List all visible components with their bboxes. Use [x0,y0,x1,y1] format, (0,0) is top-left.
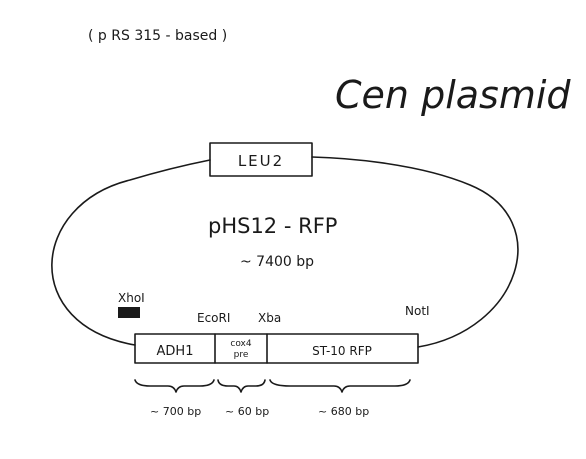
segment-adh1: ADH1 [157,344,194,359]
site-xhoi: XhoI [118,291,145,305]
segment-cox4-line1: cox4 [230,339,252,349]
site-ecori: EcoRI [197,311,230,325]
diagram-title: Cen plasmid [335,73,571,117]
brace-adh1 [134,379,215,393]
plasmid-size: ~ 7400 bp [240,254,314,270]
leu2-label: LEU2 [238,152,284,170]
header-note: ( p RS 315 - based ) [88,28,227,44]
plasmid-backbone [51,156,519,348]
site-noti: NotI [405,304,430,318]
leu2-box [209,142,313,177]
cassette-outline [134,333,419,364]
size-cox4: ~ 60 bp [225,405,269,418]
plasmid-name: pHS12 - RFP [208,214,337,238]
size-adh1: ~ 700 bp [150,405,201,418]
segment-st10: ST-10 RFP [312,344,372,358]
brace-cox4 [217,379,266,393]
size-st10: ~ 680 bp [318,405,369,418]
brace-st10 [269,379,411,393]
site-xba: Xba [258,311,281,325]
segment-cox4-line2: pre [234,350,249,360]
xhoi-scribble [118,307,140,318]
